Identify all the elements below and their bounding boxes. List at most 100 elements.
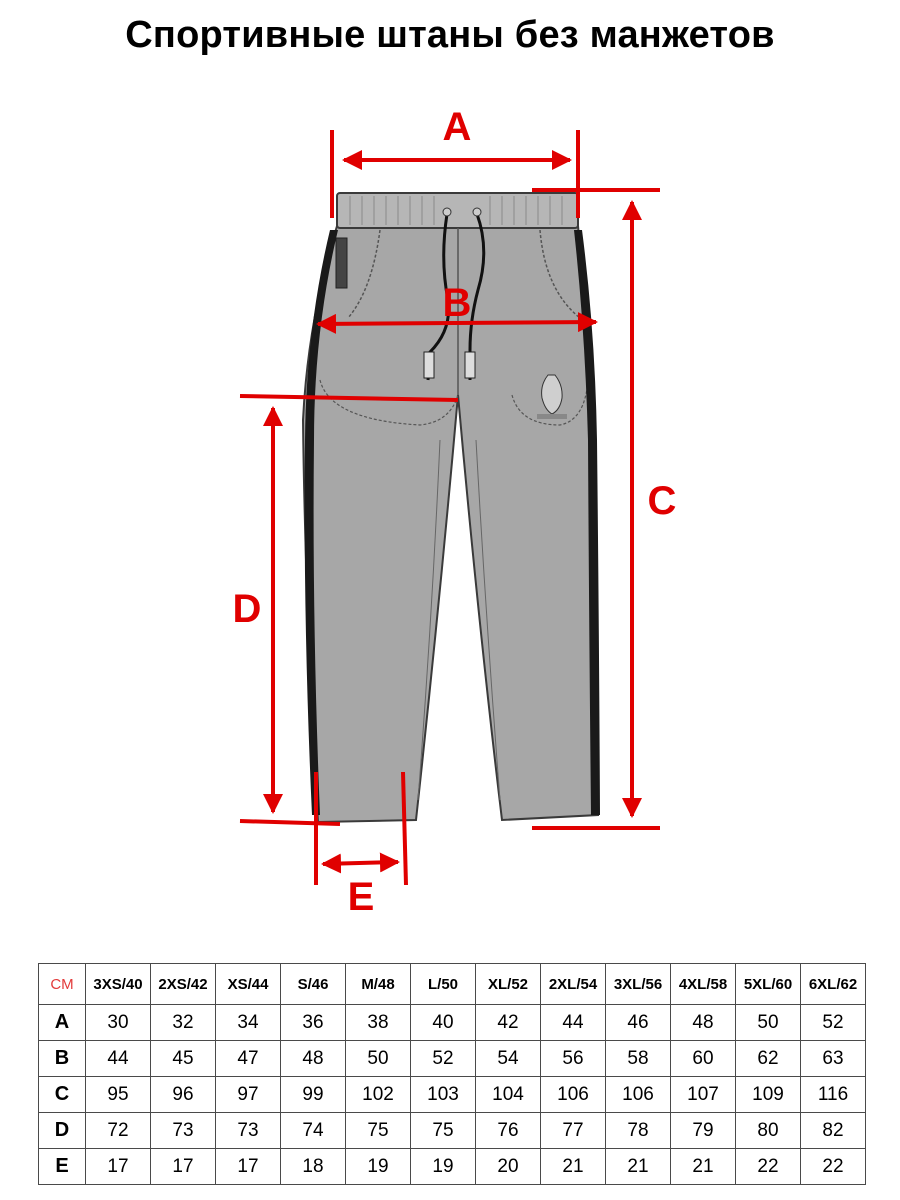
table-cell: 56 [540,1040,606,1077]
table-cell: 106 [540,1076,606,1113]
size-header: 3XL/56 [605,963,671,1005]
table-cell: 52 [410,1040,476,1077]
table-cell: 72 [85,1112,151,1149]
size-header: 5XL/60 [735,963,801,1005]
size-header: S/46 [280,963,346,1005]
table-cell: 99 [280,1076,346,1113]
measure-c [532,188,660,830]
table-cell: 102 [345,1076,411,1113]
row-label: A [38,1004,86,1041]
table-cell: 21 [540,1148,606,1185]
table-cell: 96 [150,1076,216,1113]
size-header: M/48 [345,963,411,1005]
logo-emblem [537,374,567,419]
row-label: D [38,1112,86,1149]
measure-a [330,130,580,218]
measure-e [314,771,408,886]
table-cell: 77 [540,1112,606,1149]
size-header: XL/52 [475,963,541,1005]
table-cell: 50 [345,1040,411,1077]
pants-diagram: A B C D E [233,105,677,919]
table-cell: 44 [85,1040,151,1077]
drawstring-right [468,213,486,380]
label-d: D [233,587,262,631]
table-cell: 19 [345,1148,411,1185]
table-cell: 22 [735,1148,801,1185]
table-cell: 106 [605,1076,671,1113]
pants-illustration [301,192,600,824]
size-header: 2XL/54 [540,963,606,1005]
label-c: C [648,479,677,523]
row-label: C [38,1076,86,1113]
size-header: 6XL/62 [800,963,866,1005]
table-row: A 30 32 34 36 38 40 42 44 46 48 50 52 [38,1004,866,1041]
size-header: 3XS/40 [85,963,151,1005]
table-row: B 44 45 47 48 50 52 54 56 58 60 62 63 [38,1040,866,1077]
table-cell: 62 [735,1040,801,1077]
table-cell: 58 [605,1040,671,1077]
table-cell: 20 [475,1148,541,1185]
size-header: 4XL/58 [670,963,736,1005]
row-label: B [38,1040,86,1077]
table-cell: 47 [215,1040,281,1077]
table-row: C 95 96 97 99 102 103 104 106 106 107 10… [38,1076,866,1113]
table-cell: 30 [85,1004,151,1041]
row-label: E [38,1148,86,1185]
size-header: L/50 [410,963,476,1005]
left-side-stripe [304,230,338,815]
measure-b [316,312,598,334]
table-cell: 54 [475,1040,541,1077]
table-cell: 40 [410,1004,476,1041]
table-cell: 73 [150,1112,216,1149]
table-cell: 52 [800,1004,866,1041]
measure-d [239,394,459,826]
table-cell: 109 [735,1076,801,1113]
label-b: B [443,281,472,325]
table-cell: 17 [215,1148,281,1185]
label-a: A [443,105,472,149]
table-cell: 73 [215,1112,281,1149]
table-cell: 48 [280,1040,346,1077]
table-cell: 21 [670,1148,736,1185]
table-cell: 34 [215,1004,281,1041]
table-cell: 45 [150,1040,216,1077]
table-cell: 75 [410,1112,476,1149]
table-cell: 48 [670,1004,736,1041]
table-cell: 17 [150,1148,216,1185]
page-title: Спортивные штаны без манжетов [125,14,775,56]
table-cell: 22 [800,1148,866,1185]
table-cell: 104 [475,1076,541,1113]
waistband [336,192,579,229]
unit-label: CM [38,963,86,1005]
table-cell: 116 [800,1076,866,1113]
table-cell: 107 [670,1076,736,1113]
size-table: CM 3XS/40 2XS/42 XS/44 S/46 M/48 L/50 XL… [38,963,866,1185]
table-cell: 78 [605,1112,671,1149]
right-side-stripe [574,230,600,815]
table-cell: 18 [280,1148,346,1185]
zip-pocket [335,237,348,289]
size-header: XS/44 [215,963,281,1005]
size-header: 2XS/42 [150,963,216,1005]
table-cell: 74 [280,1112,346,1149]
table-cell: 82 [800,1112,866,1149]
table-cell: 46 [605,1004,671,1041]
drawstring-left [426,213,451,381]
table-cell: 76 [475,1112,541,1149]
table-cell: 36 [280,1004,346,1041]
table-cell: 32 [150,1004,216,1041]
table-cell: 75 [345,1112,411,1149]
table-cell: 80 [735,1112,801,1149]
table-cell: 17 [85,1148,151,1185]
table-cell: 103 [410,1076,476,1113]
table-cell: 19 [410,1148,476,1185]
table-cell: 63 [800,1040,866,1077]
table-cell: 38 [345,1004,411,1041]
table-row: D 72 73 73 74 75 75 76 77 78 79 80 82 [38,1112,866,1149]
table-cell: 44 [540,1004,606,1041]
table-cell: 97 [215,1076,281,1113]
right-pocket [539,229,581,319]
label-e: E [348,875,375,919]
table-cell: 79 [670,1112,736,1149]
table-row: E 17 17 17 18 19 19 20 21 21 21 22 22 [38,1148,866,1185]
